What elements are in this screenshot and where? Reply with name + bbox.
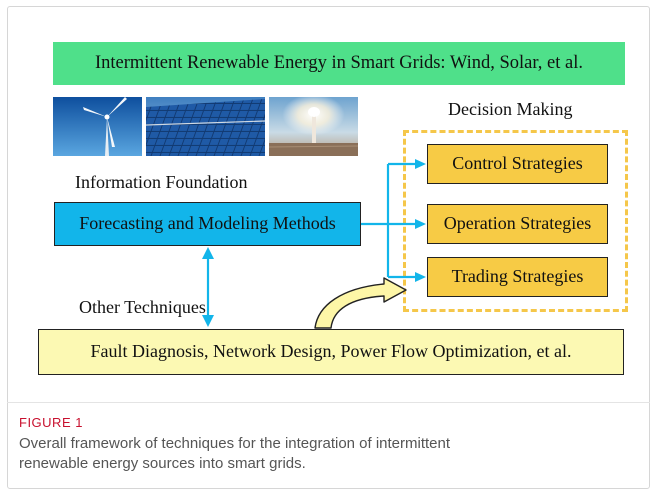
fault-diagnosis-box: Fault Diagnosis, Network Design, Power F… <box>38 329 624 375</box>
trading-strategies-box: Trading Strategies <box>427 257 608 297</box>
figure-label: FIGURE 1 <box>19 415 83 430</box>
control-strategies-box: Control Strategies <box>427 144 608 184</box>
figure-card <box>7 6 650 489</box>
fault-diagnosis-text: Fault Diagnosis, Network Design, Power F… <box>90 341 572 362</box>
caption-divider <box>7 402 650 403</box>
wind-turbine-photo <box>53 97 142 156</box>
control-strategies-text: Control Strategies <box>452 153 583 174</box>
forecasting-methods-text: Forecasting and Modeling Methods <box>79 213 336 234</box>
decision-making-label: Decision Making <box>448 99 573 119</box>
caption-line-1: Overall framework of techniques for the … <box>19 435 451 452</box>
title-text: Intermittent Renewable Energy in Smart G… <box>95 53 583 74</box>
information-foundation-label: Information Foundation <box>75 172 248 192</box>
caption-line-2: renewable energy sources into smart grid… <box>19 455 306 472</box>
decision-making-region <box>403 130 628 312</box>
other-techniques-label: Other Techniques <box>79 297 206 317</box>
solar-tower-photo <box>269 97 358 156</box>
title-banner: Intermittent Renewable Energy in Smart G… <box>53 42 625 85</box>
solar-panel-photo <box>146 97 265 156</box>
operation-strategies-box: Operation Strategies <box>427 204 608 244</box>
trading-strategies-text: Trading Strategies <box>451 266 584 287</box>
forecasting-methods-box: Forecasting and Modeling Methods <box>54 202 361 246</box>
operation-strategies-text: Operation Strategies <box>443 213 592 234</box>
figure-caption: Overall framework of techniques for the … <box>19 434 639 474</box>
